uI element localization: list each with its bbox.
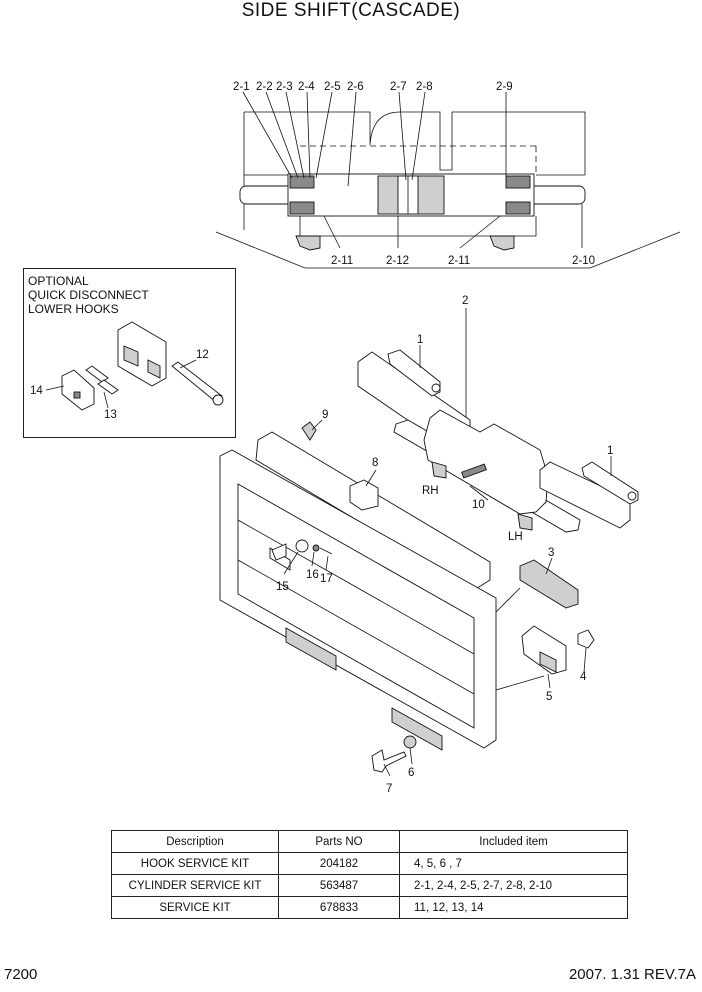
callout-2: 2 [462, 295, 468, 307]
fork-carriage [219, 431, 497, 751]
row-parts-no: 563487 [278, 874, 400, 897]
page-title: SIDE SHIFT(CASCADE) [241, 0, 461, 21]
quick-disconnect-parts [61, 321, 224, 411]
hook-nut [577, 629, 595, 649]
callout-1-right: 1 [607, 445, 613, 457]
row-included: 4, 5, 6 , 7 [399, 852, 628, 875]
header-description: Description [111, 830, 279, 853]
callout-1-left: 1 [417, 334, 423, 346]
callout-6: 6 [408, 767, 414, 779]
callout-15: 15 [276, 581, 289, 593]
callout-7: 7 [386, 783, 392, 795]
row-included: 2-1, 2-4, 2-5, 2-7, 2-8, 2-10 [399, 874, 628, 897]
bracket [271, 543, 287, 561]
service-kit-table: Description Parts NO Included item HOOK … [111, 830, 628, 919]
callout-2-11-left: 2-11 [331, 255, 353, 267]
callout-10: 10 [472, 499, 485, 511]
clip-ring [295, 539, 309, 553]
callout-2-1: 2-1 [233, 81, 250, 93]
callout-13: 13 [104, 409, 117, 421]
callout-8: 8 [372, 457, 378, 469]
cylinder-detail [215, 91, 681, 269]
table-row: SERVICE KIT 678833 11, 12, 13, 14 [111, 896, 628, 919]
table-header-row: Description Parts NO Included item [111, 830, 628, 853]
table-row: HOOK SERVICE KIT 204182 4, 5, 6 , 7 [111, 852, 628, 875]
revision-date: 2007. 1.31 REV.7A [568, 966, 696, 983]
callout-16: 16 [306, 569, 319, 581]
header-parts-no: Parts NO [278, 830, 400, 853]
callout-5: 5 [546, 691, 552, 703]
callout-2-6: 2-6 [347, 81, 364, 93]
callout-2-7: 2-7 [390, 81, 407, 93]
table-row: CYLINDER SERVICE KIT 563487 2-1, 2-4, 2-… [111, 874, 628, 897]
callout-2-12: 2-12 [386, 255, 409, 267]
callout-2-10: 2-10 [572, 255, 595, 267]
callout-12: 12 [196, 349, 209, 361]
row-description: SERVICE KIT [111, 896, 279, 919]
callout-9: 9 [322, 409, 328, 421]
optional-box-title: OPTIONAL QUICK DISCONNECT LOWER HOOKS [28, 274, 149, 316]
label-lh: LH [508, 531, 523, 543]
lower-hook [521, 625, 567, 675]
row-included: 11, 12, 13, 14 [399, 896, 628, 919]
optional-line-2: QUICK DISCONNECT [28, 288, 149, 302]
callout-2-11-right: 2-11 [448, 255, 470, 267]
hook-bolt [371, 749, 407, 773]
optional-line-1: OPTIONAL [28, 274, 89, 288]
lower-hook-plate [519, 559, 579, 609]
header-included: Included item [399, 830, 628, 853]
side-shift-cylinder [393, 409, 581, 533]
row-description: CYLINDER SERVICE KIT [111, 874, 279, 897]
row-description: HOOK SERVICE KIT [111, 852, 279, 875]
callout-4: 4 [580, 671, 587, 683]
page-number: 7200 [4, 966, 38, 983]
callout-17: 17 [320, 573, 333, 585]
row-parts-no: 678833 [278, 896, 400, 919]
optional-line-3: LOWER HOOKS [28, 302, 119, 316]
callout-2-9: 2-9 [496, 81, 513, 93]
callout-2-5: 2-5 [324, 81, 341, 93]
callout-2-3: 2-3 [276, 81, 293, 93]
washer [403, 735, 417, 749]
label-rh: RH [422, 485, 439, 497]
optional-parts-box: OPTIONAL QUICK DISCONNECT LOWER HOOKS [23, 268, 236, 438]
callout-2-4: 2-4 [298, 81, 315, 93]
callout-2-8: 2-8 [416, 81, 433, 93]
upper-hook-right [539, 461, 639, 529]
washer-small [312, 544, 320, 552]
row-parts-no: 204182 [278, 852, 400, 875]
callout-3: 3 [548, 547, 554, 559]
callout-14: 14 [30, 385, 43, 397]
callout-2-2: 2-2 [256, 81, 273, 93]
